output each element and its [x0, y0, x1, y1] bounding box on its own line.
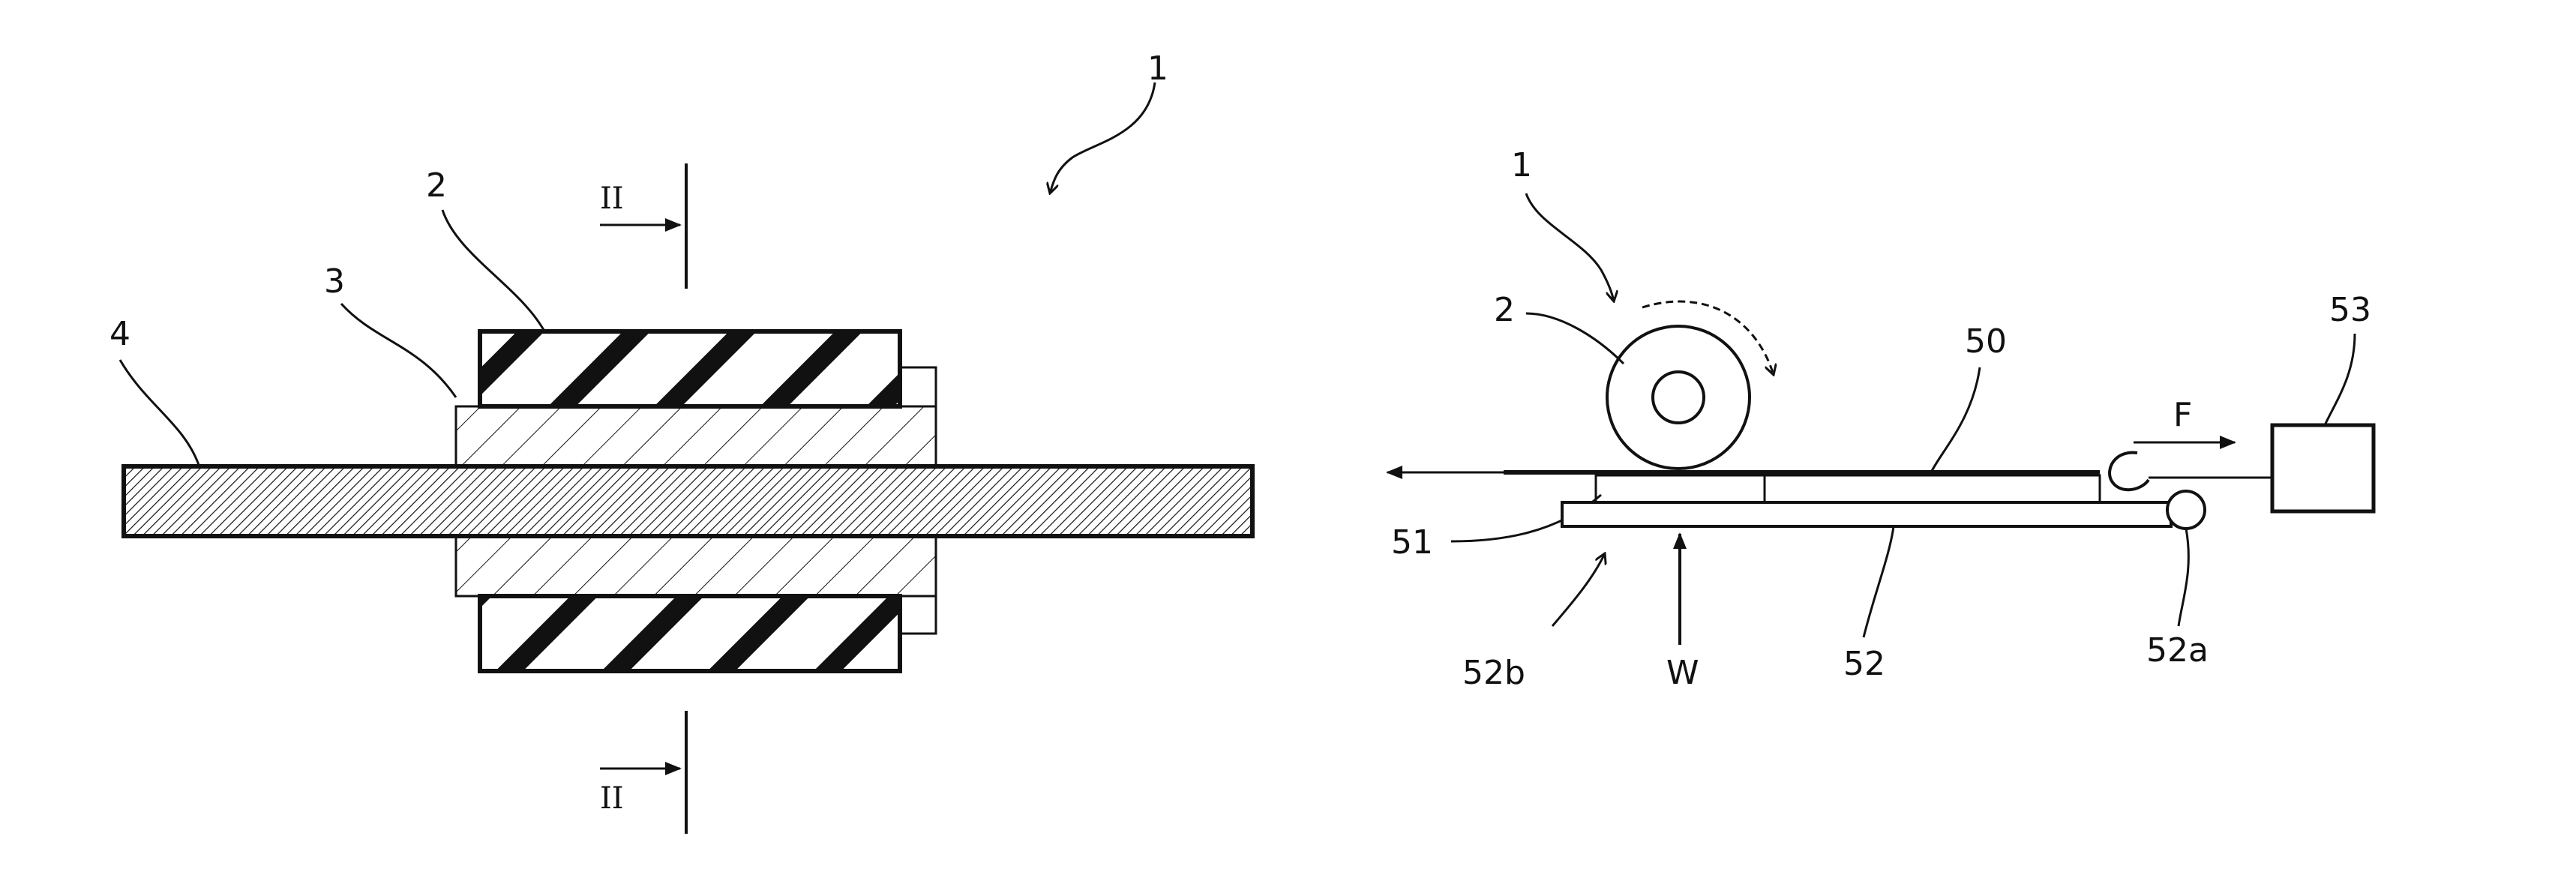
assembly-label: 1 [1147, 49, 1168, 88]
right-figure: 1 2 50 51 52 52a 52b W F [1387, 146, 2374, 692]
leader-plate [1864, 526, 1894, 637]
pivot [2167, 491, 2205, 529]
outer-body-bottom [480, 596, 900, 671]
plate-end-label: 52b [1462, 654, 1525, 692]
sleeve-label: 3 [324, 262, 345, 301]
leader-outer-body [442, 210, 544, 330]
leader-sleeve [341, 304, 456, 397]
force-label: F [2173, 396, 2192, 434]
load-cell-label: 53 [2329, 291, 2371, 329]
plate-label: 52 [1843, 645, 1885, 683]
leader-load-cell [2325, 334, 2355, 425]
load-cell [2272, 425, 2374, 511]
outer-body-label: 2 [426, 166, 447, 205]
assembly-reference-arrow-right [1526, 193, 1614, 301]
sheet-label: 50 [1965, 322, 2007, 361]
shaft-label: 4 [109, 315, 130, 353]
plate [1562, 502, 2171, 526]
outer-body-top [480, 331, 900, 406]
assembly-label-right: 1 [1511, 146, 1532, 184]
sleeve-upper [456, 406, 936, 466]
left-figure: 1 II II 2 3 4 [109, 49, 1252, 834]
pivot-label: 52a [2146, 631, 2209, 670]
load-label: W [1666, 654, 1699, 692]
pad-extension [1765, 475, 2100, 502]
leader-roller [1526, 313, 1624, 364]
section-mark-top: II [600, 181, 624, 216]
pad [1596, 475, 1765, 502]
roller-label: 2 [1494, 291, 1515, 329]
section-mark-bottom: II [600, 781, 624, 816]
pad-label: 51 [1391, 523, 1433, 562]
roller-bore [1653, 372, 1704, 423]
sheet-hook [2110, 453, 2149, 490]
shaft [124, 466, 1252, 536]
leader-shaft [120, 360, 199, 465]
assembly-reference-arrow [1050, 82, 1155, 193]
plate-end-arrow [1552, 553, 1605, 626]
leader-sheet [1931, 367, 1980, 472]
leader-pivot [2179, 529, 2188, 626]
sleeve-lower [456, 536, 936, 596]
